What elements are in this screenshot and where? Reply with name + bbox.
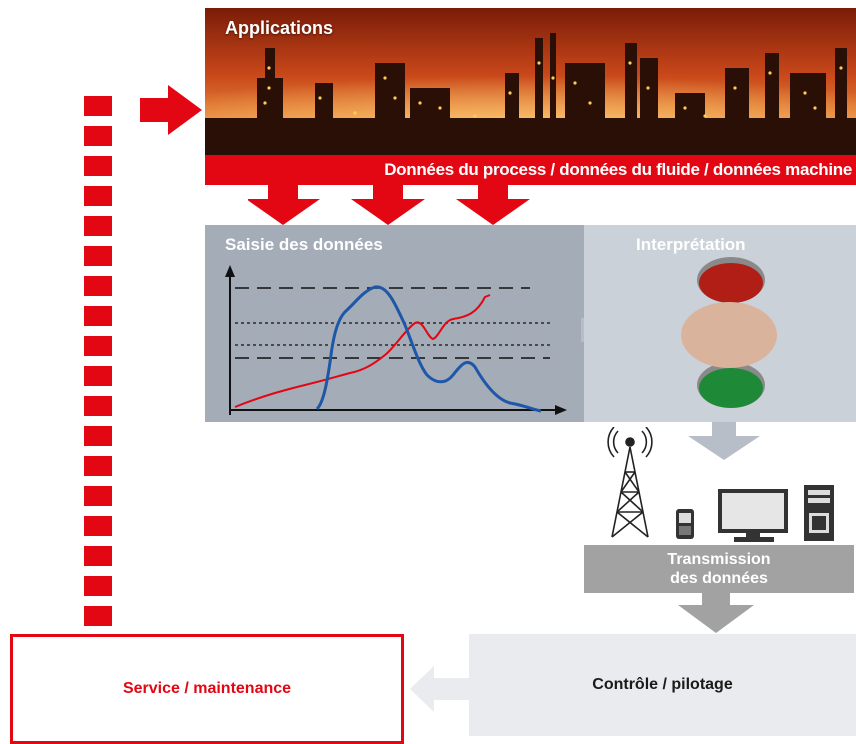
transmission-label-line1: Transmission: [667, 551, 771, 568]
red-arrow-down-icon: [248, 185, 320, 225]
data-acquisition-title: Saisie des données: [225, 235, 383, 254]
applications-title: Applications: [225, 18, 334, 38]
control-label: Contrôle / pilotage: [592, 676, 733, 693]
red-arrow-right-icon: [140, 85, 202, 135]
gray-arrow-left-icon: [410, 666, 470, 712]
radio-tower-icon: [607, 427, 653, 538]
refinery-silhouette: [205, 33, 856, 155]
traffic-light-icon: [681, 257, 777, 408]
data-transmission-box: Transmission des données: [584, 545, 854, 593]
interpretation-panel: Interprétation: [584, 225, 856, 422]
data-acquisition-panel: Saisie des données: [205, 225, 584, 422]
mobile-phone-icon: [676, 509, 694, 539]
gray-arrow-down-icon: [678, 593, 754, 633]
monitor-icon: [718, 489, 788, 542]
red-arrow-down-icon: [456, 185, 530, 225]
gray-arrow-down-icon: [688, 422, 760, 460]
data-sources-banner: Données du process / données du fluide /…: [205, 155, 856, 185]
devices-illustration: [607, 427, 834, 542]
red-down-arrows: [248, 185, 530, 225]
applications-photo: Applications: [205, 8, 856, 155]
pc-tower-icon: [804, 485, 834, 541]
service-label: Service / maintenance: [122, 680, 292, 697]
control-box: Contrôle / pilotage: [469, 634, 856, 736]
interpretation-title: Interprétation: [636, 235, 746, 254]
transmission-label-line2: des données: [670, 570, 768, 587]
signal-chart-graphic: [225, 265, 567, 415]
service-maintenance-box: Service / maintenance: [10, 634, 404, 744]
red-arrow-down-icon: [351, 185, 425, 225]
